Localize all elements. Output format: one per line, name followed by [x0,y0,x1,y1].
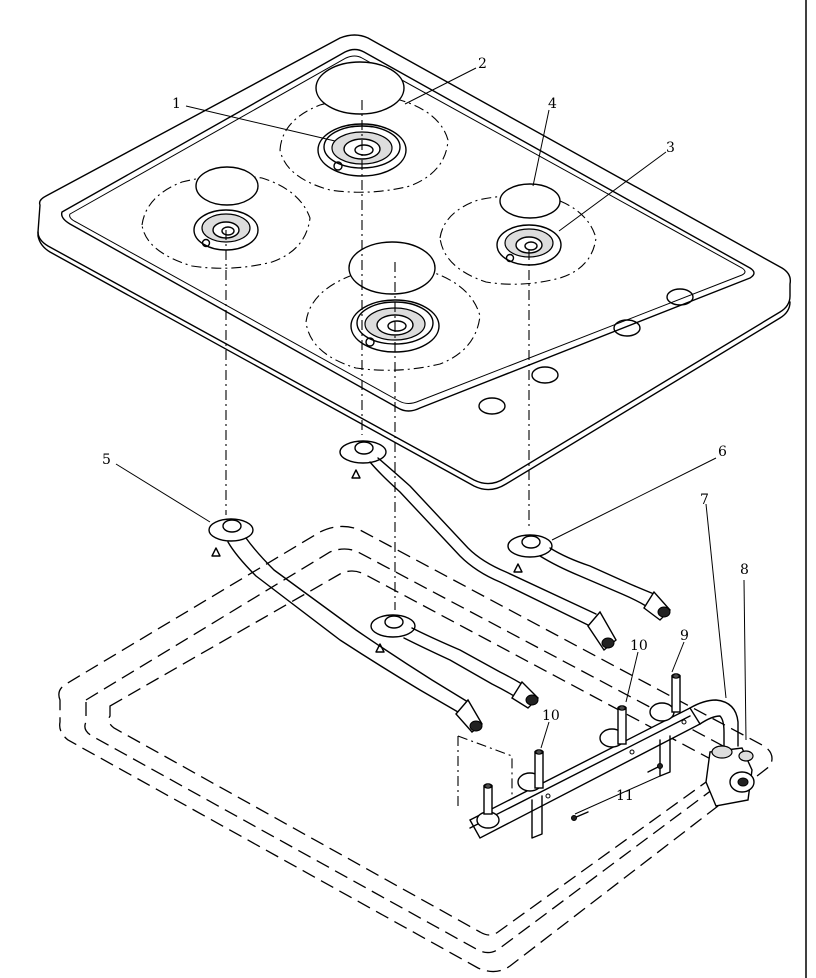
callout-1: 1 [172,96,181,112]
callout-7: 7 [700,492,709,508]
gas-manifold [469,673,755,839]
callout-10-right: 10 [630,638,648,654]
callout-8: 8 [740,562,749,578]
burner-back-right [439,183,597,285]
callout-10-left: 10 [542,708,560,724]
alignment-lines [225,100,530,610]
callout-5: 5 [102,452,111,468]
callout-11: 11 [616,788,634,804]
callout-6: 6 [718,444,727,460]
burner-back-center [279,61,449,193]
burner-front-center [305,241,481,371]
callout-leaders [115,67,747,815]
callout-4: 4 [548,96,557,112]
cooktop-top-panel [37,34,792,491]
callout-3: 3 [666,140,675,156]
burner-tubes [208,440,671,733]
callout-9: 9 [680,628,689,644]
callout-labels: 1 2 3 4 5 6 7 8 9 10 10 11 [102,56,749,804]
callout-2: 2 [478,56,487,72]
bottom-pan [58,525,773,973]
